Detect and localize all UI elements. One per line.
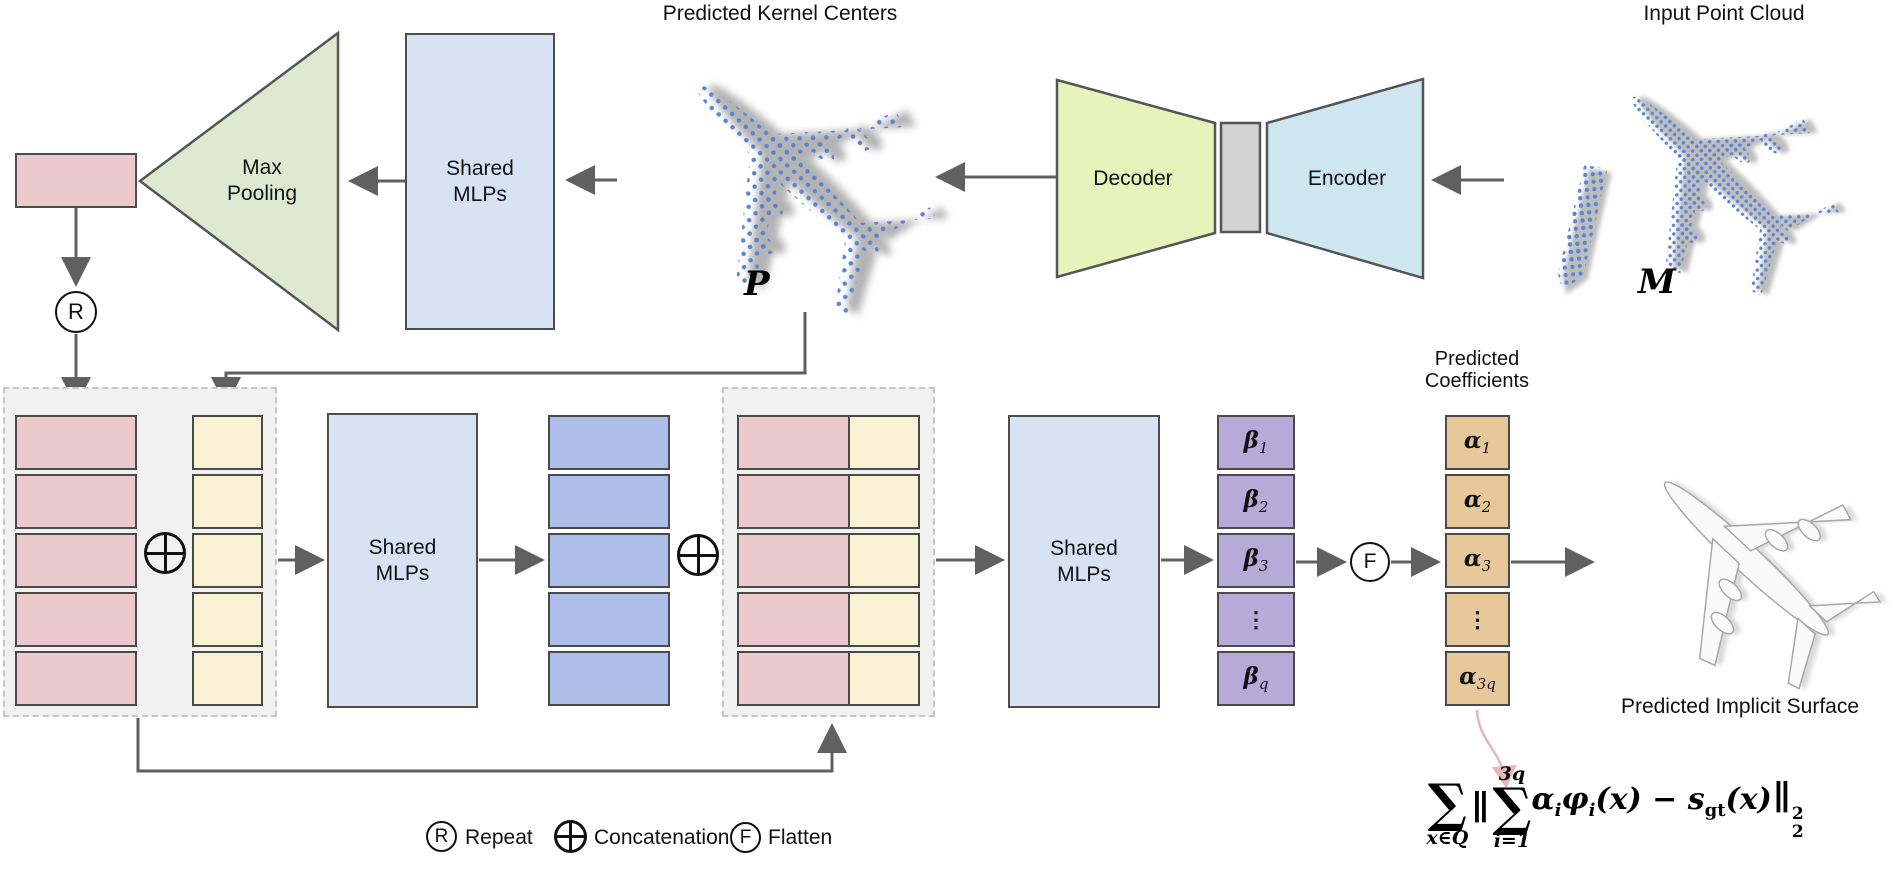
shared-mlps-block-2: Shared MLPs — [327, 413, 478, 708]
repeat-operator-icon: R — [55, 291, 97, 333]
legend-flatten-icon: F — [730, 822, 761, 853]
beta-row-dots: ⋮ — [1217, 592, 1295, 647]
alpha-row-3q: α3q — [1445, 651, 1510, 706]
decoder-label: Decoder — [1093, 167, 1173, 190]
bottleneck-rect — [1219, 121, 1262, 234]
input-point-cloud-label: Input Point Cloud — [1643, 2, 1805, 25]
shared-mlps-label-1: Shared MLPs — [446, 156, 514, 206]
max-pooling-triangle — [137, 30, 340, 333]
legend-flatten-label: Flatten — [768, 826, 833, 849]
skip-connector-dashed1-to-dashed2 — [136, 718, 847, 773]
pink-feature-row — [15, 474, 137, 529]
yellow-feature-row — [192, 474, 263, 529]
shared-mlps-block-1: Shared MLPs — [405, 33, 555, 330]
legend-concatenation-icon — [554, 820, 587, 853]
pink-feature-row — [15, 415, 137, 470]
combo-pink-cell — [739, 476, 850, 527]
norm-open: ∥ — [1471, 788, 1490, 828]
alpha-row-2: α2 — [1445, 474, 1510, 529]
input-point-cloud-wing-piece — [1546, 162, 1624, 295]
combo-yellow-cell — [850, 653, 918, 704]
predicted-kernel-centers-label: Predicted Kernel Centers — [662, 2, 898, 25]
blue-feature-row — [548, 415, 670, 470]
beta-row-2: β2 — [1217, 474, 1295, 529]
decoder-trapezoid — [1055, 78, 1217, 279]
combo-yellow-cell — [850, 594, 918, 645]
alpha-row-1: α1 — [1445, 415, 1510, 470]
encoder-trapezoid — [1265, 77, 1425, 280]
alpha-row-3: α3 — [1445, 533, 1510, 588]
pink-feature-row — [15, 651, 137, 706]
blue-feature-row — [548, 474, 670, 529]
shared-mlps-block-3: Shared MLPs — [1008, 415, 1160, 708]
curve-alpha3q-to-formula — [1475, 709, 1517, 789]
yellow-feature-row — [192, 415, 263, 470]
combo-yellow-cell — [850, 417, 918, 468]
flatten-operator-letter: F — [1363, 550, 1377, 573]
encoder-label: Encoder — [1307, 167, 1387, 190]
pink-feature-row — [15, 533, 137, 588]
alpha-row-dots: ⋮ — [1445, 592, 1510, 647]
combo-pink-cell — [739, 653, 850, 704]
m-set-symbol: M — [1638, 262, 1676, 302]
beta-row-1: β1 — [1217, 415, 1295, 470]
predicted-coefficients-label: Predicted Coefficients — [1424, 348, 1530, 392]
beta-row-q: βq — [1217, 651, 1295, 706]
predicted-implicit-surface-mesh — [1592, 405, 1902, 723]
repeat-operator-letter: R — [68, 299, 84, 324]
combo-feature-row — [737, 474, 920, 529]
shared-mlps-label-3: Shared MLPs — [1050, 536, 1118, 586]
beta-row-3: β3 — [1217, 533, 1295, 588]
combo-pink-cell — [739, 594, 850, 645]
flatten-operator-icon: F — [1350, 542, 1390, 582]
combo-yellow-cell — [850, 476, 918, 527]
outer-sum: ∑ x∈Q — [1426, 773, 1469, 849]
max-pooling-label: Max Pooling — [226, 156, 298, 205]
combo-feature-row — [737, 651, 920, 706]
combo-pink-cell — [739, 535, 850, 586]
shared-mlps-label-2: Shared MLPs — [368, 535, 437, 585]
yellow-feature-row — [192, 533, 263, 588]
pink-feature-row — [15, 592, 137, 647]
legend-repeat-label: Repeat — [465, 826, 533, 849]
predicted-implicit-surface-label: Predicted Implicit Surface — [1620, 695, 1860, 718]
blue-feature-row — [548, 651, 670, 706]
blue-feature-row — [548, 592, 670, 647]
legend-concatenation-label: Concatenation — [594, 826, 730, 849]
combo-feature-row — [737, 592, 920, 647]
concatenation-icon-1 — [144, 532, 186, 574]
concatenation-icon-2 — [677, 534, 719, 576]
combo-pink-cell — [739, 417, 850, 468]
inner-sum: 3q ∑ i=1 — [1492, 762, 1532, 853]
p-set-symbol: P — [744, 264, 770, 304]
blue-feature-row — [548, 533, 670, 588]
global-feature-box — [15, 153, 137, 208]
yellow-feature-row — [192, 592, 263, 647]
combo-feature-row — [737, 415, 920, 470]
combo-feature-row — [737, 533, 920, 588]
predicted-kernel-centers-cloud — [617, 0, 984, 353]
combo-yellow-cell — [850, 535, 918, 586]
yellow-feature-row — [192, 651, 263, 706]
legend-repeat-icon: R — [426, 821, 457, 852]
